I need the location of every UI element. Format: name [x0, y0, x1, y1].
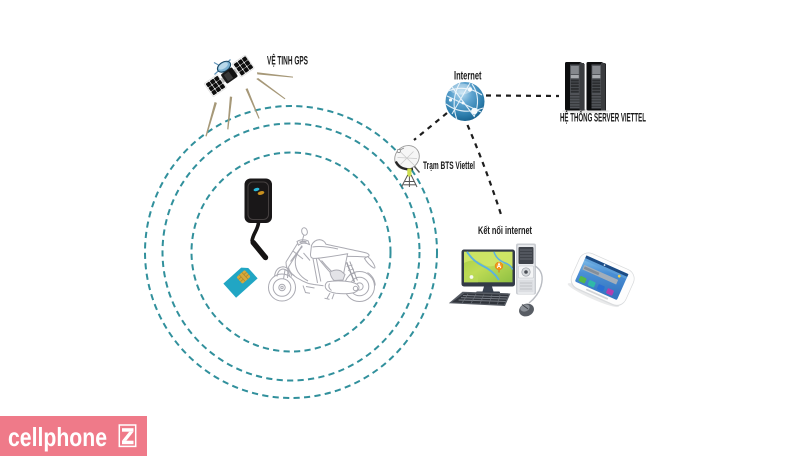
svg-text:cellphone: cellphone — [8, 422, 107, 452]
svg-text:Kết nối internet: Kết nối internet — [478, 225, 532, 237]
svg-text:Trạm BTS Viettel: Trạm BTS Viettel — [423, 160, 475, 172]
svg-text:Internet: Internet — [454, 71, 482, 83]
svg-text:HỆ THỐNG SERVER VIETTEL: HỆ THỐNG SERVER VIETTEL — [560, 111, 646, 125]
svg-text:VỆ TINH GPS: VỆ TINH GPS — [267, 55, 308, 68]
